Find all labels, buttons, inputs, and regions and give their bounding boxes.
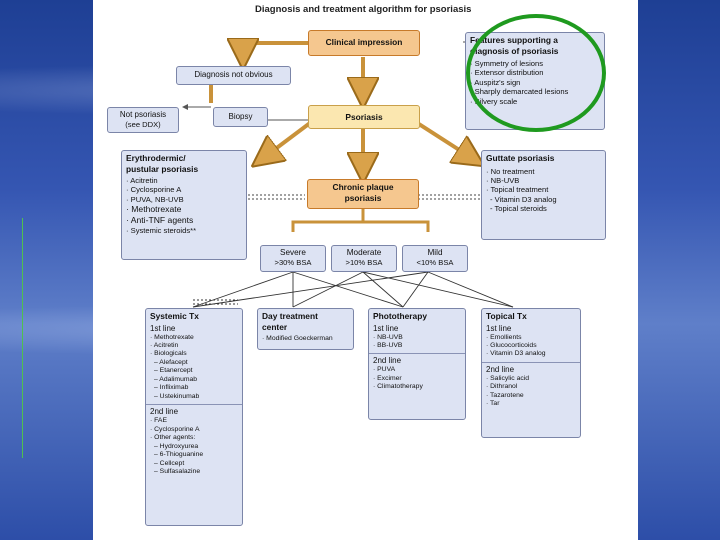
phototherapy-second-line-label: 2nd line <box>373 356 402 366</box>
mild-node: Mild <10% BSA <box>402 245 468 272</box>
day-treatment-item: · Modified Goeckerman <box>262 335 333 342</box>
erythrodermic-title-line-2: pustular psoriasis <box>126 163 199 174</box>
biopsy-node: Biopsy <box>213 107 268 127</box>
guttate-item: · NB-UVB <box>486 175 520 185</box>
erythrodermic-title-line-1: Erythrodermic/ <box>126 153 186 163</box>
topical-item: · Glucocorticoids <box>486 341 537 349</box>
topical-tx-box: Topical Tx 1st line · Emollients · Gluco… <box>481 308 581 438</box>
topical-tx-title: Topical Tx <box>486 311 527 321</box>
systemic-first-line-label: 1st line <box>150 323 176 333</box>
systemic-item: · Cyclosporine A <box>150 425 200 433</box>
day-treatment-title-line-1: Day treatment <box>262 311 318 321</box>
guttate-item: · No treatment <box>486 166 535 176</box>
erythrodermic-box: Erythrodermic/ pustular psoriasis · Acit… <box>121 150 247 260</box>
phototherapy-first-line-label: 1st line <box>373 323 399 333</box>
topical-divider <box>482 361 580 363</box>
severe-bsa: >30% BSA <box>274 258 312 268</box>
severe-label: Severe <box>280 248 306 257</box>
chronic-plaque-label-line-1: Chronic plaque <box>332 182 394 192</box>
phototherapy-title: Phototherapy <box>373 311 427 321</box>
systemic-item: · Acitretin <box>150 341 179 349</box>
systemic-divider <box>146 404 242 406</box>
systemic-tx-title: Systemic Tx <box>150 311 199 321</box>
green-highlight-oval <box>466 14 606 132</box>
day-treatment-title-line-2: center <box>262 321 288 332</box>
systemic-item: · Other agents: <box>150 434 196 442</box>
severe-node: Severe >30% BSA <box>260 245 326 272</box>
diagnosis-not-obvious-node: Diagnosis not obvious <box>176 66 291 85</box>
guttate-subitem: - Vitamin D3 analog <box>490 194 557 204</box>
phototherapy-item: · Climatotherapy <box>373 383 423 391</box>
topical-item: · Tar <box>486 400 500 408</box>
not-psoriasis-label: Not psoriasis <box>119 110 167 119</box>
figure-title: Diagnosis and treatment algorithm for ps… <box>255 4 472 15</box>
diagnosis-not-obvious-label: Diagnosis not obvious <box>194 70 273 79</box>
clinical-impression-label: Clinical impression <box>325 37 403 47</box>
phototherapy-box: Phototherapy 1st line · NB-UVB · BB-UVB … <box>368 308 466 420</box>
clinical-impression-node: Clinical impression <box>308 30 420 56</box>
chronic-plaque-label-line-2: psoriasis <box>344 192 382 203</box>
systemic-subitem: – Hydroxyurea <box>154 442 199 450</box>
systemic-subitem: – Sulfasalazine <box>154 468 201 476</box>
day-treatment-box: Day treatment center · Modified Goeckerm… <box>257 308 354 350</box>
psoriasis-label: Psoriasis <box>345 112 383 122</box>
biopsy-label: Biopsy <box>228 112 253 121</box>
systemic-subitem: – Etanercept <box>154 367 193 375</box>
systemic-item: · FAE <box>150 417 167 425</box>
topical-item: · Dithranol <box>486 383 518 391</box>
flow-arrows <box>182 0 514 308</box>
mild-label: Mild <box>427 248 443 257</box>
moderate-bsa: >10% BSA <box>345 258 383 268</box>
phototherapy-item: · NB-UVB <box>373 333 403 341</box>
phototherapy-item: · Excimer <box>373 374 402 382</box>
systemic-subitem: – Ustekinumab <box>154 392 200 400</box>
guttate-item: · Topical treatment <box>486 185 549 195</box>
topical-item: · Vitamin D3 analog <box>486 350 546 358</box>
decorative-line <box>22 218 23 458</box>
erythrodermic-item: · Acitretin <box>126 176 158 185</box>
systemic-item: · Biologicals <box>150 350 187 358</box>
moderate-node: Moderate >10% BSA <box>331 245 397 272</box>
erythrodermic-item: · Systemic steroids** <box>126 225 197 235</box>
systemic-tx-box: Systemic Tx 1st line · Methotrexate · Ac… <box>145 308 243 526</box>
topical-second-line-label: 2nd line <box>486 364 515 374</box>
psoriasis-node: Psoriasis <box>308 105 420 129</box>
guttate-title: Guttate psoriasis <box>486 153 555 163</box>
systemic-subitem: – 6-Thioguanine <box>154 451 204 459</box>
topical-item: · Salicylic acid <box>486 374 530 382</box>
phototherapy-item: · PUVA <box>373 366 396 374</box>
psoriasis-algorithm-figure: Diagnosis and treatment algorithm for ps… <box>93 0 638 540</box>
erythrodermic-item: · Cyclosporine A <box>126 185 182 195</box>
topical-item: · Emollients <box>486 333 522 341</box>
systemic-item: · Methotrexate <box>150 333 194 341</box>
systemic-second-line-label: 2nd line <box>150 407 179 417</box>
topical-first-line-label: 1st line <box>486 323 512 333</box>
not-psoriasis-node: Not psoriasis (see DDX) <box>107 107 179 133</box>
erythrodermic-item: · Methotrexate <box>126 204 182 215</box>
moderate-label: Moderate <box>346 248 382 257</box>
not-psoriasis-note: (see DDX) <box>125 120 161 129</box>
systemic-subitem: – Cellcept <box>154 459 185 467</box>
phototherapy-divider <box>369 353 465 355</box>
chronic-plaque-node: Chronic plaque psoriasis <box>307 179 419 209</box>
mild-bsa: <10% BSA <box>416 258 454 268</box>
erythrodermic-item: · PUVA, NB-UVB <box>126 194 184 204</box>
phototherapy-item: · BB-UVB <box>373 341 403 349</box>
systemic-subitem: – Adalimumab <box>154 375 198 383</box>
erythrodermic-item: · Anti-TNF agents <box>126 215 194 226</box>
guttate-box: Guttate psoriasis · No treatment · NB-UV… <box>481 150 606 240</box>
guttate-subitem: - Topical steroids <box>490 204 547 214</box>
topical-item: · Tazarotene <box>486 391 524 399</box>
systemic-subitem: – Infliximab <box>154 384 189 392</box>
systemic-subitem: – Alefacept <box>154 358 188 366</box>
